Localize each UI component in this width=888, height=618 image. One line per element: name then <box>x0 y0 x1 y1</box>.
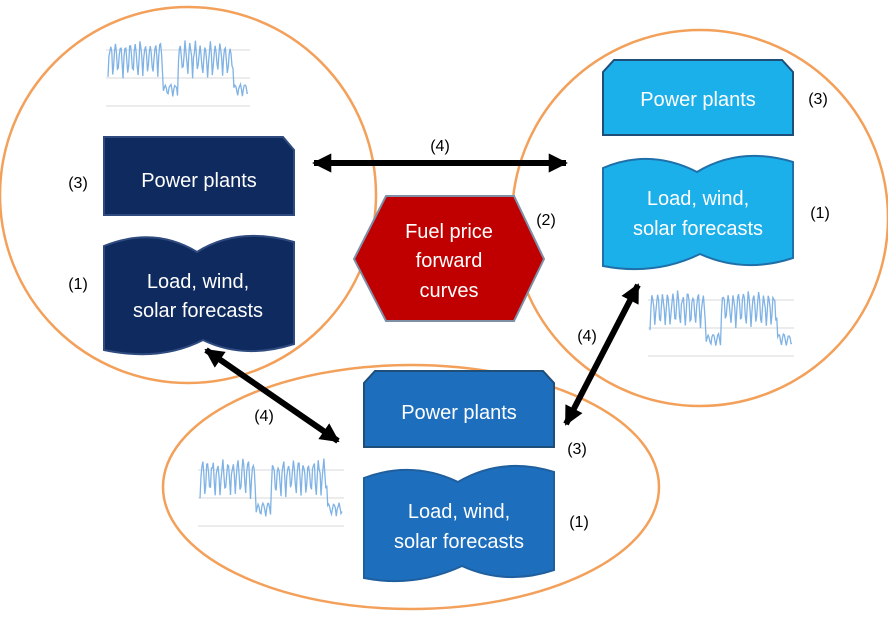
bottom-forecast-line2: solar forecasts <box>394 531 524 553</box>
arrow-right-bottom-num: (4) <box>577 328 597 345</box>
sparkline-right <box>648 290 794 357</box>
bottom-power-plants-box <box>363 370 555 448</box>
sparkline-bottom <box>198 458 344 527</box>
right-forecast-line1: Load, wind, <box>647 188 749 210</box>
left-power-plants-label: Power plants <box>141 170 257 192</box>
arrow-right-bottom <box>563 283 641 426</box>
left-power-plants-num: (3) <box>68 175 88 192</box>
sparkline-left <box>106 40 250 107</box>
fuel-price-line1: Fuel price <box>405 221 493 243</box>
region-circle-left <box>0 5 378 385</box>
bottom-power-plants-label: Power plants <box>401 402 517 424</box>
right-forecast-box <box>602 154 794 271</box>
fuel-price-hexagon <box>352 195 546 322</box>
bottom-forecast-line1: Load, wind, <box>408 501 510 523</box>
left-forecast-line2: solar forecasts <box>133 300 263 322</box>
right-forecast-line2: solar forecasts <box>633 218 763 240</box>
left-forecast-num: (1) <box>68 276 88 293</box>
bottom-power-plants-num: (3) <box>567 441 587 458</box>
left-power-plants-box <box>103 136 295 216</box>
region-circle-bottom <box>161 363 661 611</box>
arrow-left-bottom-num: (4) <box>254 408 274 425</box>
right-forecast-num: (1) <box>810 205 830 222</box>
fuel-price-line2: forward <box>416 250 483 272</box>
left-forecast-box <box>103 234 295 356</box>
bottom-forecast-num: (1) <box>569 514 589 531</box>
right-power-plants-label: Power plants <box>640 89 756 111</box>
bottom-forecast-box <box>363 464 555 583</box>
arrow-left-right-num: (4) <box>430 138 450 155</box>
left-forecast-line1: Load, wind, <box>147 271 249 293</box>
arrow-left-bottom <box>204 347 340 444</box>
fuel-price-line3: curves <box>420 280 479 302</box>
fuel-price-num: (2) <box>536 212 556 229</box>
right-power-plants-num: (3) <box>808 91 828 108</box>
right-power-plants-box <box>602 59 794 136</box>
